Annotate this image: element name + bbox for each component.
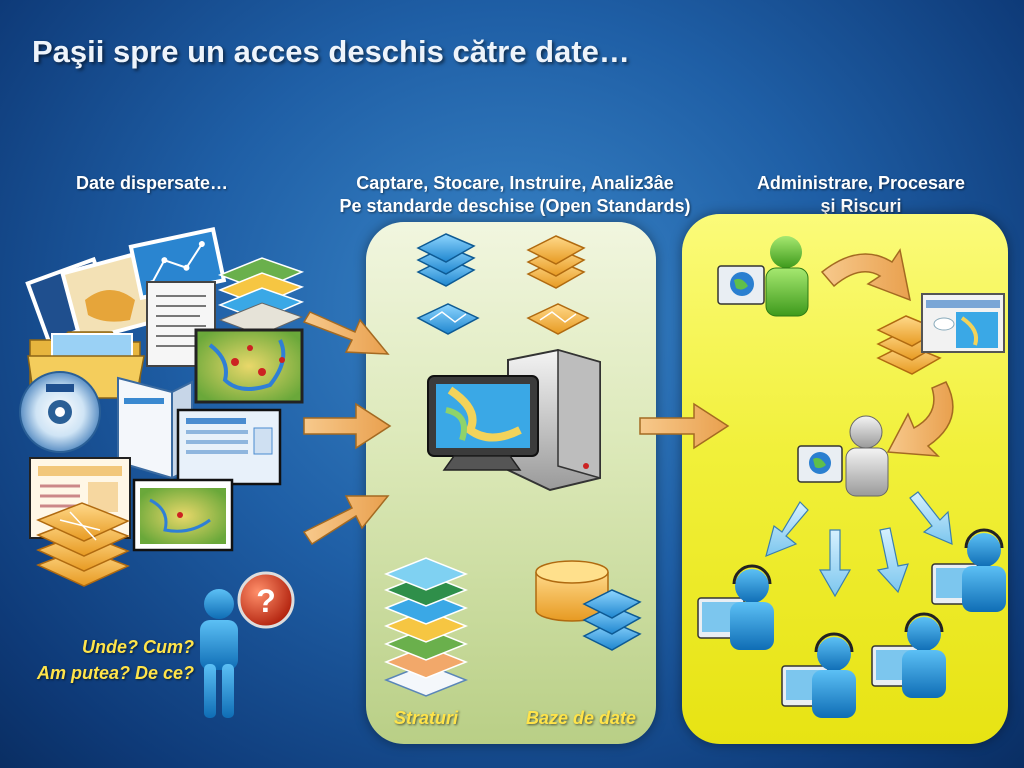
person-icon xyxy=(200,589,238,718)
heading-capture-line2: Pe standarde deschise (Open Standards) xyxy=(339,196,691,216)
page-title: Paşii spre un acces deschis către date… xyxy=(32,34,630,69)
database-icon xyxy=(535,560,642,651)
heading-capture-storage: Captare, Stocare, Instruire, Analiz3âe P… xyxy=(305,172,725,218)
flow-arrow-icon xyxy=(639,402,730,450)
heading-dispersed-data: Date dispersate… xyxy=(76,173,229,193)
blue-network-icon xyxy=(416,303,480,335)
svg-text:?: ? xyxy=(256,583,276,619)
heading-capture-line1: Captare, Stocare, Instruire, Analiz3âe xyxy=(356,173,674,193)
heading-admin-line1: Administrare, Procesare xyxy=(756,173,966,193)
photo-icon xyxy=(25,250,161,345)
heading-admin-line2: şi Riscuri xyxy=(820,196,902,216)
curved-arrow-icon xyxy=(886,381,954,457)
questions-text: Unde? Cum? Am putea? De ce? xyxy=(37,634,194,686)
questions-line2: Am putea? De ce? xyxy=(36,663,194,683)
computer-workstation-icon xyxy=(427,348,601,492)
distribution-arrow-icon xyxy=(765,491,953,598)
orange-network-icon xyxy=(526,303,590,335)
user-at-computer-icon xyxy=(931,528,1006,612)
form-document-icon xyxy=(176,408,282,486)
flow-arrow-icon xyxy=(302,311,392,546)
blue-layer-stack-icon xyxy=(416,233,476,287)
map-layers-stack-icon xyxy=(383,557,469,697)
databases-label: Baze de date xyxy=(526,708,637,728)
user-at-computer-icon xyxy=(697,564,774,650)
map-window-icon xyxy=(132,478,234,552)
layer-stack-icon xyxy=(217,257,305,336)
layers-label: Straturi xyxy=(394,708,459,728)
dispersed-data-cluster xyxy=(19,227,305,587)
document-icon xyxy=(146,281,216,367)
orange-layer-stack-icon xyxy=(526,235,586,289)
curved-arrow-icon xyxy=(820,248,912,302)
questions-line1: Unde? Cum? xyxy=(82,637,194,657)
map-window-icon xyxy=(921,293,1005,353)
network-map-icon xyxy=(128,227,227,301)
orange-layer-stack-icon xyxy=(36,502,130,587)
user-at-computer-icon xyxy=(797,415,889,497)
map-icon xyxy=(194,328,304,404)
user-at-computer-icon xyxy=(781,632,856,718)
cd-disc-icon xyxy=(19,371,101,453)
heading-administration: Administrare, Procesare şi Riscuri xyxy=(730,172,992,218)
user-at-computer-icon xyxy=(717,236,809,317)
user-at-computer-icon xyxy=(871,612,946,698)
question-icon: ? xyxy=(237,571,295,629)
